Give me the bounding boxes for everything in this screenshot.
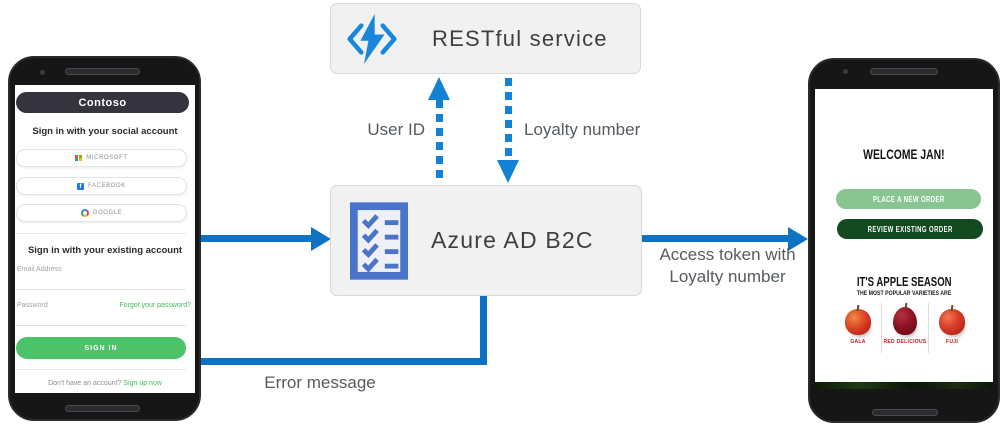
user-id-dotted-line (436, 100, 443, 184)
earpiece-speaker (870, 68, 938, 75)
error-path-vertical-line (480, 296, 487, 365)
existing-account-heading: Sign in with your existing account (27, 245, 183, 256)
access-token-label: Access token with Loyalty number (659, 245, 796, 286)
access-token-arrowhead (788, 227, 808, 251)
loyalty-number-label: Loyalty number (524, 120, 641, 139)
checklist-icon (350, 201, 408, 280)
footer-photo-strip (815, 382, 993, 389)
sign-in-button[interactable]: SIGN IN (16, 337, 186, 359)
front-camera (843, 69, 848, 74)
email-field[interactable]: Email Address (17, 266, 62, 273)
front-camera (40, 70, 45, 75)
microsoft-logo-icon (75, 154, 83, 162)
bottom-speaker (872, 409, 938, 416)
section-divider (16, 233, 186, 234)
email-field-underline (16, 289, 186, 290)
fuji-apple-image (939, 309, 965, 335)
error-message-label: Error message (264, 373, 376, 392)
google-button-label: GOOGLE (92, 210, 123, 216)
fuji-label: FUJI (945, 339, 959, 345)
user-id-arrowhead (428, 77, 450, 100)
signup-prompt: Don't have an account? (48, 380, 122, 387)
bottom-speaker (65, 405, 140, 412)
apple-season-subheading: THE MOST POPULAR VARIETIES ARE (815, 290, 993, 297)
facebook-button-label: FACEBOOK (88, 183, 126, 189)
earpiece-speaker (65, 68, 140, 75)
welcome-heading-text: WELCOME JAN! (863, 146, 945, 163)
signup-link[interactable]: Sign up now (123, 380, 162, 387)
password-field-underline (16, 325, 186, 326)
left-phone-frame: Contoso Sign in with your social account… (8, 56, 201, 421)
red-delicious-label: RED DELICIOUS (883, 339, 927, 345)
apple-variety-gala: GALA (835, 303, 881, 353)
error-path-horizontal-line (199, 358, 487, 365)
place-new-order-label: PLACE A NEW ORDER (872, 194, 945, 204)
signup-row: Don't have an account? Sign up now (15, 380, 195, 387)
apple-variety-fuji: FUJI (929, 303, 975, 353)
api-lightning-icon (347, 13, 397, 64)
facebook-logo-icon (77, 182, 85, 190)
azure-ad-b2c-box: Azure AD B2C (330, 185, 642, 296)
contoso-header: Contoso (16, 92, 189, 113)
gala-apple-image (845, 309, 871, 335)
apple-season-heading-text: IT'S APPLE SEASON (856, 274, 952, 290)
social-account-heading: Sign in with your social account (32, 126, 178, 137)
review-existing-order-label: REVIEW EXISTING ORDER (867, 224, 953, 234)
welcome-heading: WELCOME JAN! (815, 146, 993, 163)
access-token-arrow-line (642, 235, 789, 242)
apple-varieties-row: GALA RED DELICIOUS FUJI (835, 303, 975, 353)
gala-label: GALA (850, 339, 866, 345)
signin-screen: Contoso Sign in with your social account… (15, 85, 195, 393)
google-logo-icon (80, 209, 89, 217)
microsoft-button-label: MICROSOFT (86, 155, 128, 161)
microsoft-signin-button[interactable]: MICROSOFT (16, 149, 187, 167)
signin-flow-arrowhead (311, 227, 331, 251)
apple-season-subheading-text: THE MOST POPULAR VARIETIES ARE (856, 289, 952, 298)
review-existing-order-button[interactable]: REVIEW EXISTING ORDER (837, 219, 983, 239)
footer-divider (16, 369, 186, 370)
apple-season-heading: IT'S APPLE SEASON (815, 274, 993, 290)
restful-service-label: RESTful service (432, 25, 608, 51)
loyalty-number-arrowhead (497, 160, 519, 183)
password-field[interactable]: Password (17, 302, 48, 309)
facebook-signin-button[interactable]: FACEBOOK (16, 177, 187, 195)
user-id-label: User ID (367, 120, 425, 139)
apple-variety-red-delicious: RED DELICIOUS (881, 303, 929, 353)
loyalty-number-dotted-line (505, 78, 512, 160)
red-delicious-apple-image (893, 307, 917, 335)
welcome-screen: WELCOME JAN! PLACE A NEW ORDER REVIEW EX… (815, 89, 993, 389)
google-signin-button[interactable]: GOOGLE (16, 204, 187, 222)
place-new-order-button[interactable]: PLACE A NEW ORDER (836, 189, 981, 209)
right-phone-frame: WELCOME JAN! PLACE A NEW ORDER REVIEW EX… (808, 58, 1000, 423)
forgot-password-link[interactable]: Forgot your password? (119, 302, 191, 309)
restful-service-box: RESTful service (330, 3, 641, 74)
azure-ad-b2c-label: Azure AD B2C (431, 227, 594, 253)
signin-flow-arrow-line (199, 235, 312, 242)
